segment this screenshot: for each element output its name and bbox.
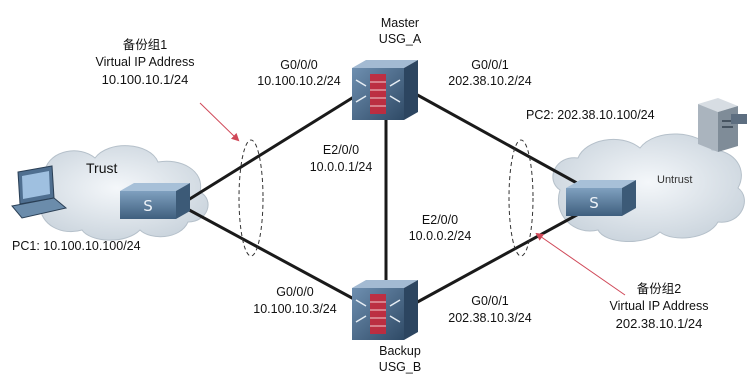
backup-g000-port: G0/0/0 [276, 285, 314, 299]
group1-pointer-arrow [199, 102, 240, 142]
group2-pointer-arrow [535, 232, 626, 296]
backup-e200-ip: 10.0.0.2/24 [408, 229, 472, 243]
group1-vip: 10.100.10.1/24 [101, 72, 189, 87]
pc2-server-icon [698, 98, 747, 152]
master-e200-ip: 10.0.0.1/24 [309, 160, 373, 174]
master-e200-port: E2/0/0 [322, 143, 360, 157]
trust-switch-icon: S [120, 183, 190, 219]
vrrp-group2-ellipse [508, 139, 534, 257]
group2-vip: 202.38.10.1/24 [615, 316, 703, 331]
pc1-label: PC1: 10.100.10.100/24 [12, 239, 141, 253]
backup-firewall-icon [352, 280, 418, 340]
group2-subtitle: Virtual IP Address [609, 299, 709, 313]
svg-text:S: S [143, 197, 153, 215]
group1-title: 备份组1 [122, 38, 168, 52]
link-trust-backup [179, 203, 366, 307]
master-g001-port: G0/0/1 [471, 58, 509, 72]
backup-g000-ip: 10.100.10.3/24 [253, 302, 337, 316]
svg-text:S: S [589, 194, 599, 212]
backup-e200-port: E2/0/0 [421, 213, 459, 227]
master-g001-ip: 202.38.10.2/24 [448, 74, 532, 88]
link-master-untrust [411, 90, 596, 195]
vrrp-group1-ellipse [238, 139, 264, 257]
group2-title: 备份组2 [636, 282, 682, 296]
untrust-switch-icon: S [566, 180, 636, 216]
backup-name-label: USG_B [378, 360, 422, 374]
master-g000-ip: 10.100.10.2/24 [257, 74, 341, 88]
pc2-label: PC2: 202.38.10.100/24 [526, 108, 655, 122]
pc1-laptop-icon [11, 165, 68, 219]
link-trust-master [179, 88, 366, 207]
group1-subtitle: Virtual IP Address [95, 55, 195, 69]
master-g000-port: G0/0/0 [280, 58, 318, 72]
backup-g001-ip: 202.38.10.3/24 [448, 311, 532, 325]
untrust-zone-label: Untrust [657, 174, 693, 186]
master-role-label: Master [380, 16, 420, 30]
trust-zone-label: Trust [86, 160, 118, 176]
backup-g001-port: G0/0/1 [471, 294, 509, 308]
links [179, 88, 596, 307]
master-name-label: USG_A [378, 32, 422, 46]
master-firewall-icon [352, 60, 418, 120]
backup-role-label: Backup [379, 344, 421, 358]
link-backup-untrust [411, 203, 596, 307]
